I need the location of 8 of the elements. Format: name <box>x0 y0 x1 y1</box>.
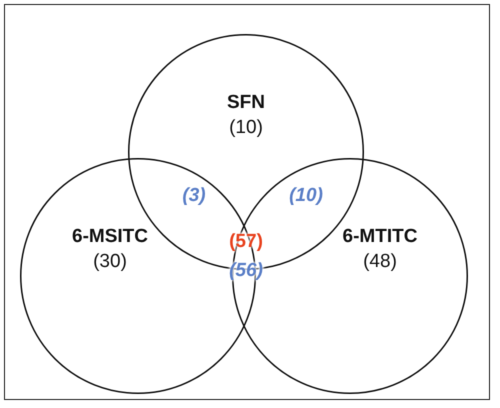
set-count: (48) <box>363 251 397 273</box>
set-count: (10) <box>229 117 263 139</box>
set-name: 6-MSITC <box>72 226 148 248</box>
overlap-count: (3) <box>182 185 206 207</box>
set-count: (30) <box>93 251 127 273</box>
overlap-count: (10) <box>289 185 323 207</box>
set-name: SFN <box>227 92 265 114</box>
set-name: 6-MTITC <box>342 226 418 248</box>
